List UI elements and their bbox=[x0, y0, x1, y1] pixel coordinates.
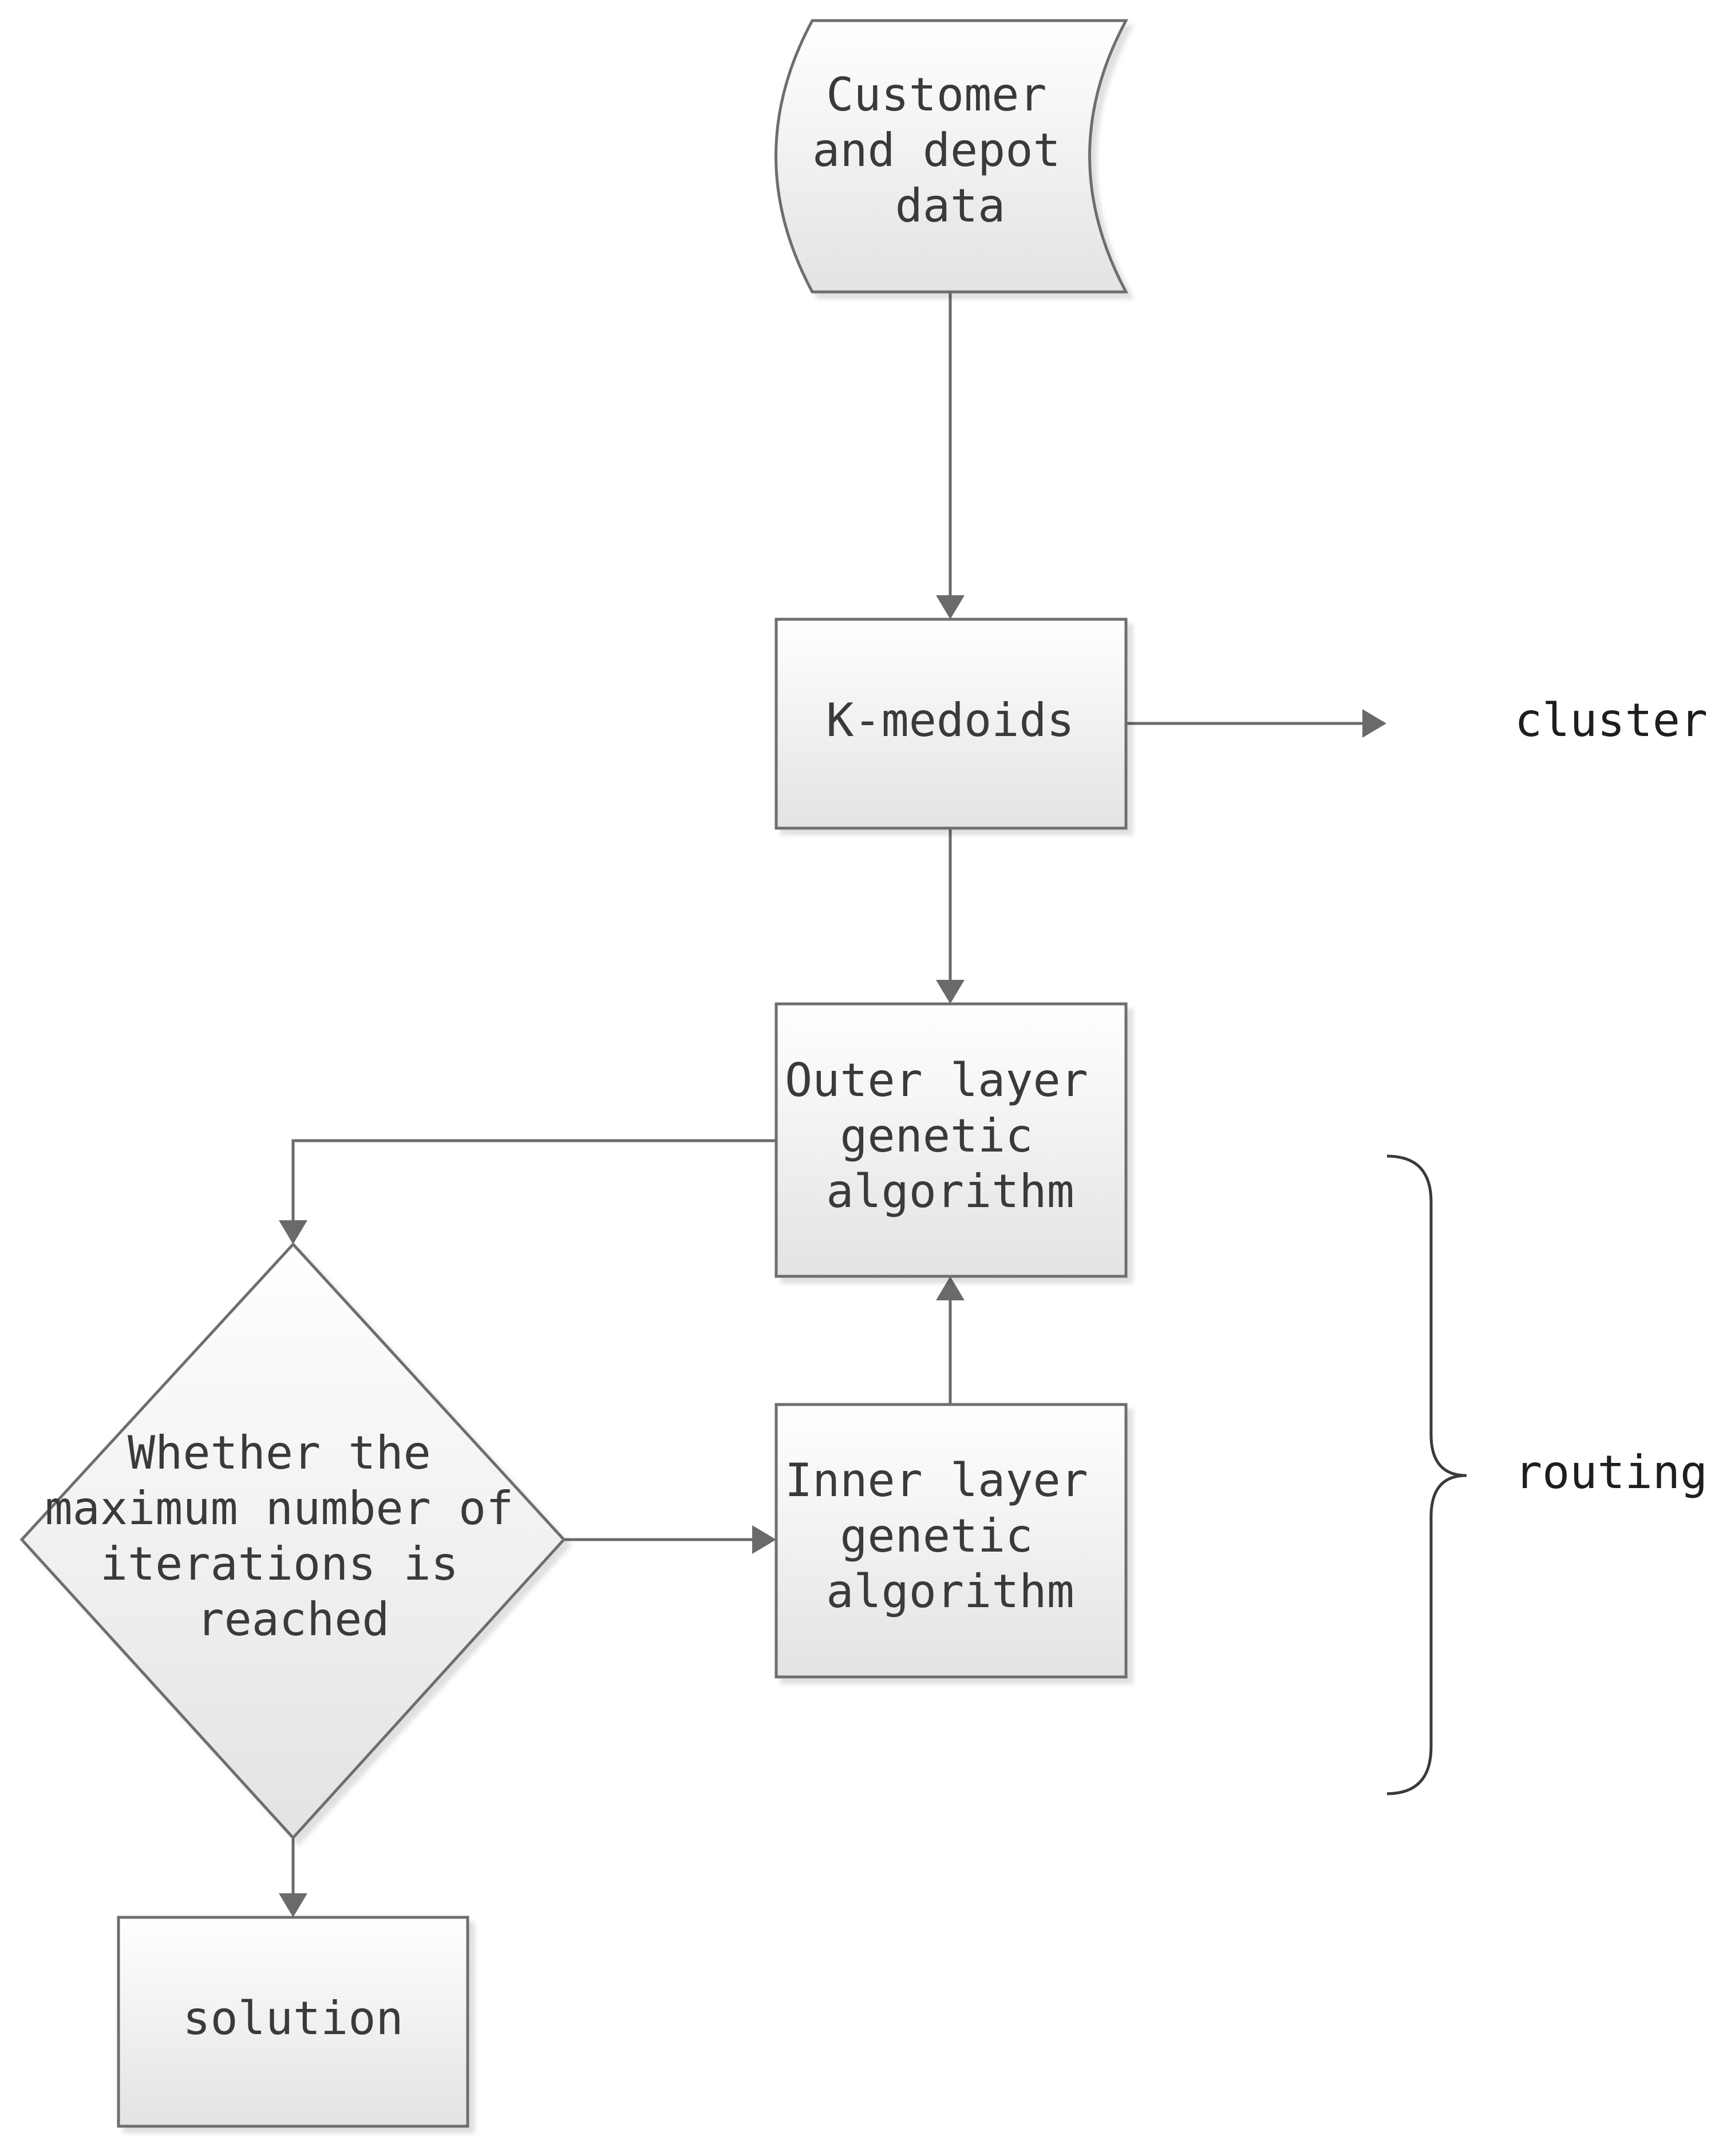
node-text-data-input: Customer and depot data bbox=[812, 68, 1088, 232]
process-box-kmedoids bbox=[774, 618, 1128, 830]
decision-line-1: Whether the bbox=[128, 1426, 431, 1479]
inner-ga-line-2: genetic bbox=[840, 1509, 1033, 1562]
node-inner-ga: Inner layer genetic algorithm bbox=[774, 1403, 1128, 1679]
process-box-solution bbox=[117, 1916, 469, 2128]
node-text-decision: Whether the maximum number of iterations… bbox=[45, 1426, 542, 1646]
routing-label: routing bbox=[1515, 1446, 1708, 1499]
arrow-inner-to-outer bbox=[936, 1276, 965, 1300]
arrow-data-to-kmedoids bbox=[936, 595, 965, 619]
stored-data-shape bbox=[774, 19, 1129, 294]
arrow-decision-to-solution bbox=[279, 1893, 307, 1917]
decision-line-3: iterations is bbox=[100, 1537, 459, 1591]
node-decision: Whether the maximum number of iterations… bbox=[19, 1242, 566, 1840]
cluster-label: cluster bbox=[1515, 694, 1708, 747]
decision-line-2: maximum number of bbox=[45, 1482, 514, 1535]
node-text-inner-ga: Inner layer genetic algorithm bbox=[785, 1454, 1116, 1618]
arrow-outer-to-decision bbox=[279, 1220, 307, 1244]
process-box-outer-ga bbox=[774, 1002, 1128, 1278]
outer-ga-line-2: genetic bbox=[840, 1109, 1033, 1162]
node-data-input: Customer and depot data bbox=[774, 19, 1129, 294]
arrow-decision-to-inner bbox=[752, 1525, 776, 1554]
inner-ga-line-3: algorithm bbox=[826, 1565, 1074, 1618]
data-input-line-1: Customer bbox=[826, 68, 1046, 121]
arrow-kmedoids-to-cluster bbox=[1362, 709, 1386, 738]
decision-diamond bbox=[19, 1242, 566, 1840]
node-text-outer-ga: Outer layer genetic algorithm bbox=[785, 1054, 1116, 1218]
node-kmedoids: K-medoids bbox=[774, 618, 1128, 830]
node-text-solution: solution bbox=[183, 1992, 403, 2045]
node-solution: solution bbox=[117, 1916, 469, 2128]
edge-outer-to-decision bbox=[291, 1139, 776, 1220]
outer-ga-line-1: Outer layer bbox=[785, 1054, 1088, 1107]
inner-ga-line-1: Inner layer bbox=[785, 1454, 1088, 1507]
routing-brace bbox=[1386, 1154, 1467, 1795]
kmedoids-line-1: K-medoids bbox=[826, 694, 1074, 747]
decision-line-4: reached bbox=[196, 1593, 389, 1646]
data-input-line-2: and depot bbox=[812, 124, 1060, 177]
outer-ga-line-3: algorithm bbox=[826, 1165, 1074, 1218]
edges bbox=[279, 292, 1386, 1917]
arrow-kmedoids-to-outer bbox=[936, 980, 965, 1004]
data-input-line-3: data bbox=[895, 179, 1006, 232]
solution-line-1: solution bbox=[183, 1992, 403, 2045]
node-outer-ga: Outer layer genetic algorithm bbox=[774, 1002, 1128, 1278]
node-text-kmedoids: K-medoids bbox=[826, 694, 1074, 747]
process-box-inner-ga bbox=[774, 1403, 1128, 1679]
